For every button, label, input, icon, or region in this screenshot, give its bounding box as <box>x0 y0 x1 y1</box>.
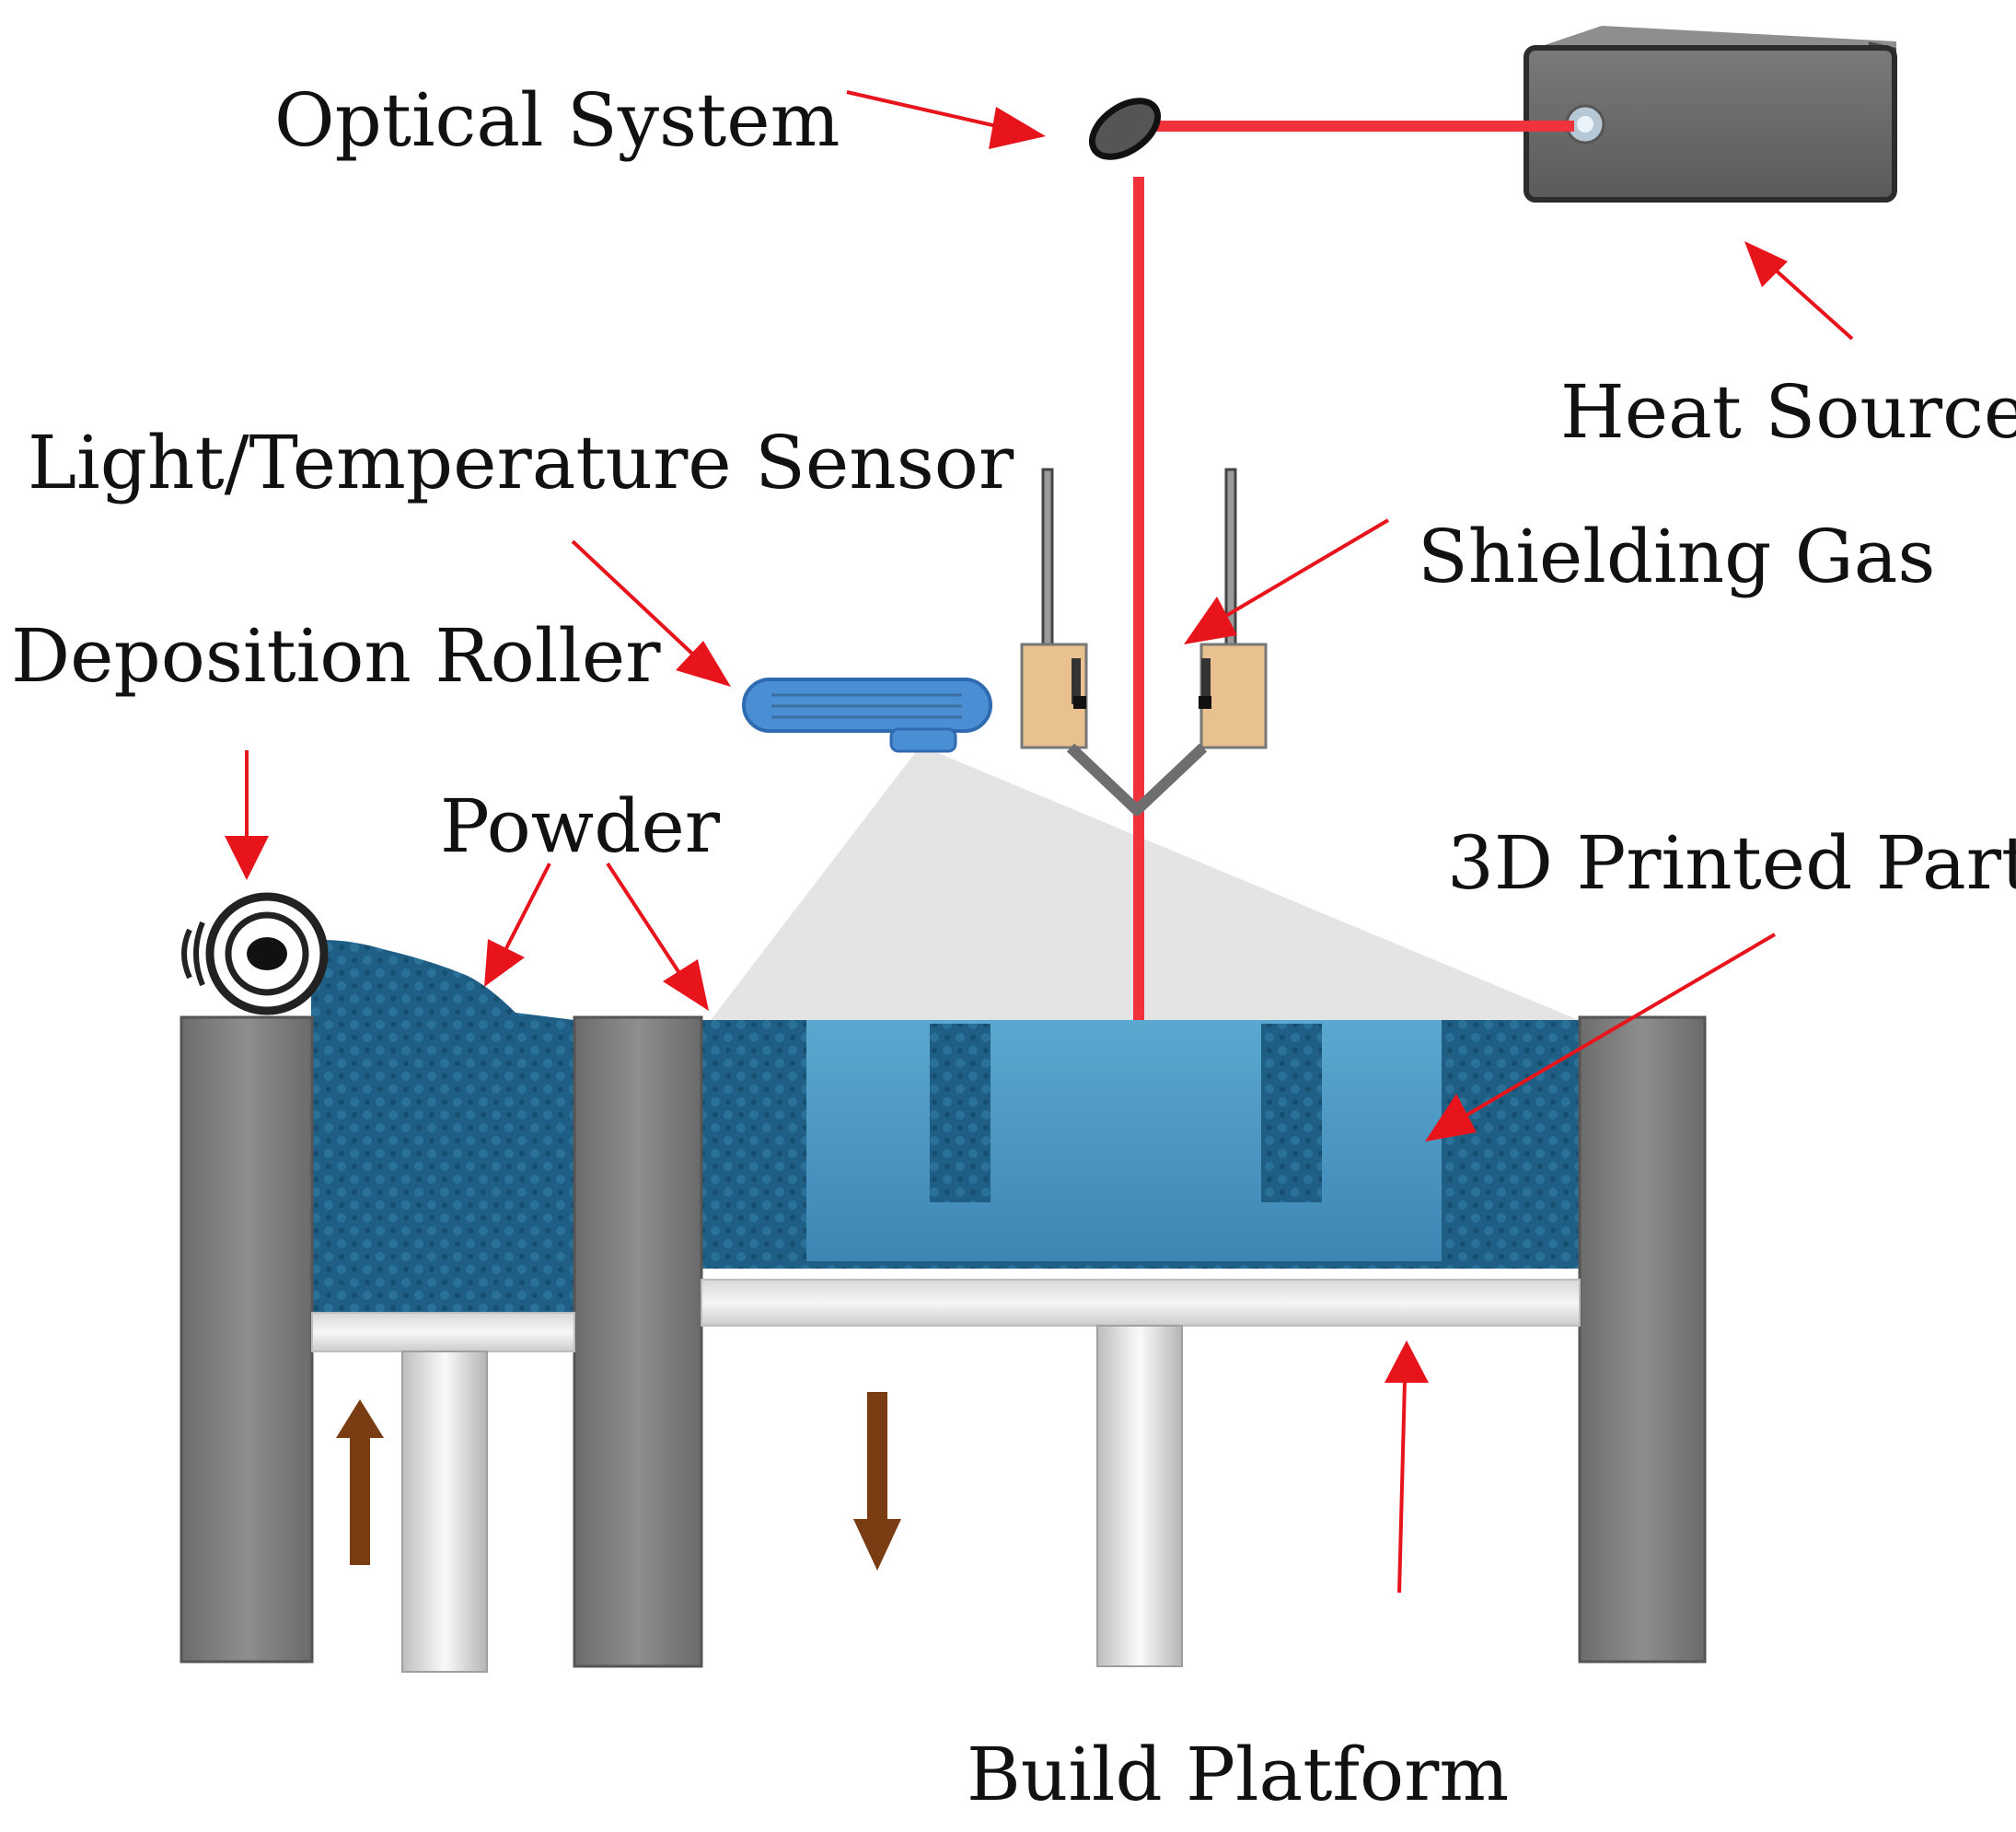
feed-piston <box>401 1351 488 1673</box>
laser-beam <box>1132 121 1574 1031</box>
light-temperature-sensor-icon <box>742 678 992 753</box>
label-shielding-gas: Shielding Gas <box>1418 514 1935 599</box>
label-deposition-roller: Deposition Roller <box>11 613 661 699</box>
sensor-field-of-view <box>711 746 1579 1020</box>
printed-part <box>806 1020 1442 1261</box>
shielding-gas-nozzle-icon <box>1020 468 1268 816</box>
heat-source-icon <box>1524 26 1897 203</box>
pointer-arrows <box>225 90 1854 1594</box>
chamber-wall-left <box>180 1015 314 1664</box>
optical-mirror-icon <box>1088 98 1162 160</box>
label-light-temperature-sensor: Light/Temperature Sensor <box>28 420 1014 505</box>
powder-feed-pile <box>311 940 574 1020</box>
label-powder: Powder <box>440 783 721 869</box>
chamber-wall-right <box>1578 1015 1707 1664</box>
feed-up-arrow-icon <box>336 1399 384 1565</box>
label-heat-source: Heat Source <box>1560 369 2016 455</box>
label-build-platform: Build Platform <box>967 1732 1509 1817</box>
build-platform <box>701 1279 1581 1327</box>
deposition-roller-icon <box>181 892 329 1015</box>
build-down-arrow-icon <box>853 1392 901 1571</box>
label-printed-part: 3D Printed Part <box>1447 820 2016 906</box>
label-optical-system: Optical System <box>274 77 840 163</box>
build-piston <box>1096 1325 1183 1667</box>
powder-feed-chamber <box>311 1020 576 1313</box>
chamber-wall-middle <box>573 1015 703 1668</box>
feed-platform <box>311 1312 575 1352</box>
